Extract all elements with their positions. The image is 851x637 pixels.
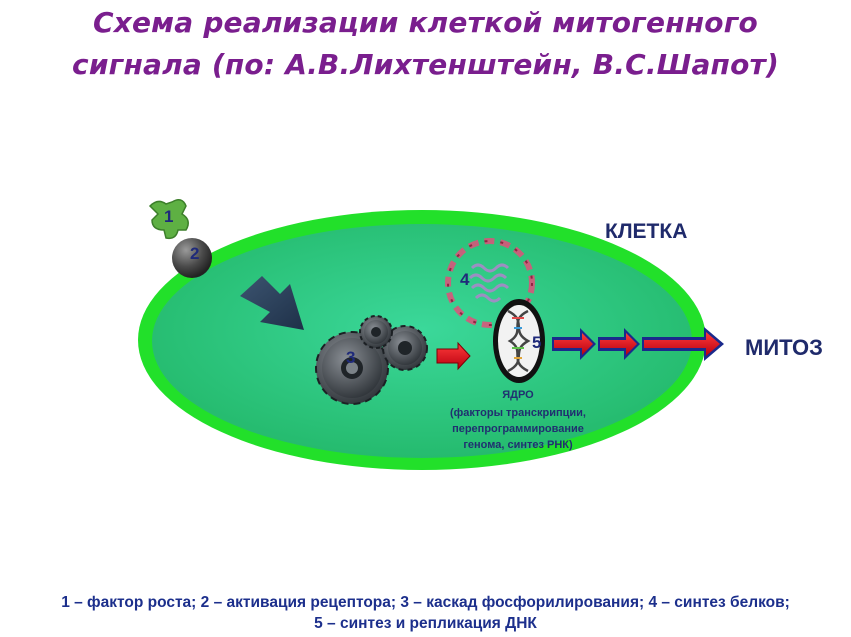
mitosis-arrow-3-icon: [642, 327, 724, 361]
red-arrow-small-icon: [436, 341, 471, 371]
mitosis-arrows: [552, 327, 724, 361]
signal-arrow-icon: [240, 276, 304, 330]
marker-5: 5: [532, 333, 541, 352]
mitosis-arrow-2-icon: [598, 328, 640, 360]
phosphorylation-cascade-icon: [315, 315, 428, 405]
marker-1: 1: [164, 207, 173, 226]
marker-4: 4: [460, 270, 470, 289]
nucleus-icon: [493, 299, 545, 383]
legend-caption: 1 – фактор роста; 2 – активация рецептор…: [0, 592, 851, 634]
marker-3: 3: [346, 348, 355, 367]
caption-line-1: 1 – фактор роста; 2 – активация рецептор…: [61, 594, 790, 611]
dna-icon: [507, 309, 531, 373]
title-line-1: Схема реализации клеткой митогенного: [92, 6, 758, 39]
protein-synthesis-icon: [445, 238, 535, 328]
diagram-title: Схема реализации клеткой митогенного сиг…: [0, 0, 851, 86]
nucleus-desc-line-3: генома, синтез РНК): [463, 439, 573, 451]
caption-line-2: 5 – синтез и репликация ДНК: [314, 615, 537, 632]
cell-label: КЛЕТКА: [605, 220, 687, 243]
mitosis-label: МИТОЗ: [745, 335, 823, 360]
receptor-icon: [172, 238, 212, 278]
nucleus-desc-line-2: перепрограммирование: [452, 423, 584, 435]
title-line-2: сигнала (по: А.В.Лихтенштейн, В.С.Шапот): [72, 48, 779, 81]
mitosis-arrow-1-icon: [552, 328, 596, 360]
nucleus-label: ЯДРО: [502, 389, 534, 401]
growth-factor-icon: [148, 199, 189, 240]
nucleus-desc-line-1: (факторы транскрипции,: [450, 407, 586, 419]
marker-2: 2: [190, 244, 199, 263]
